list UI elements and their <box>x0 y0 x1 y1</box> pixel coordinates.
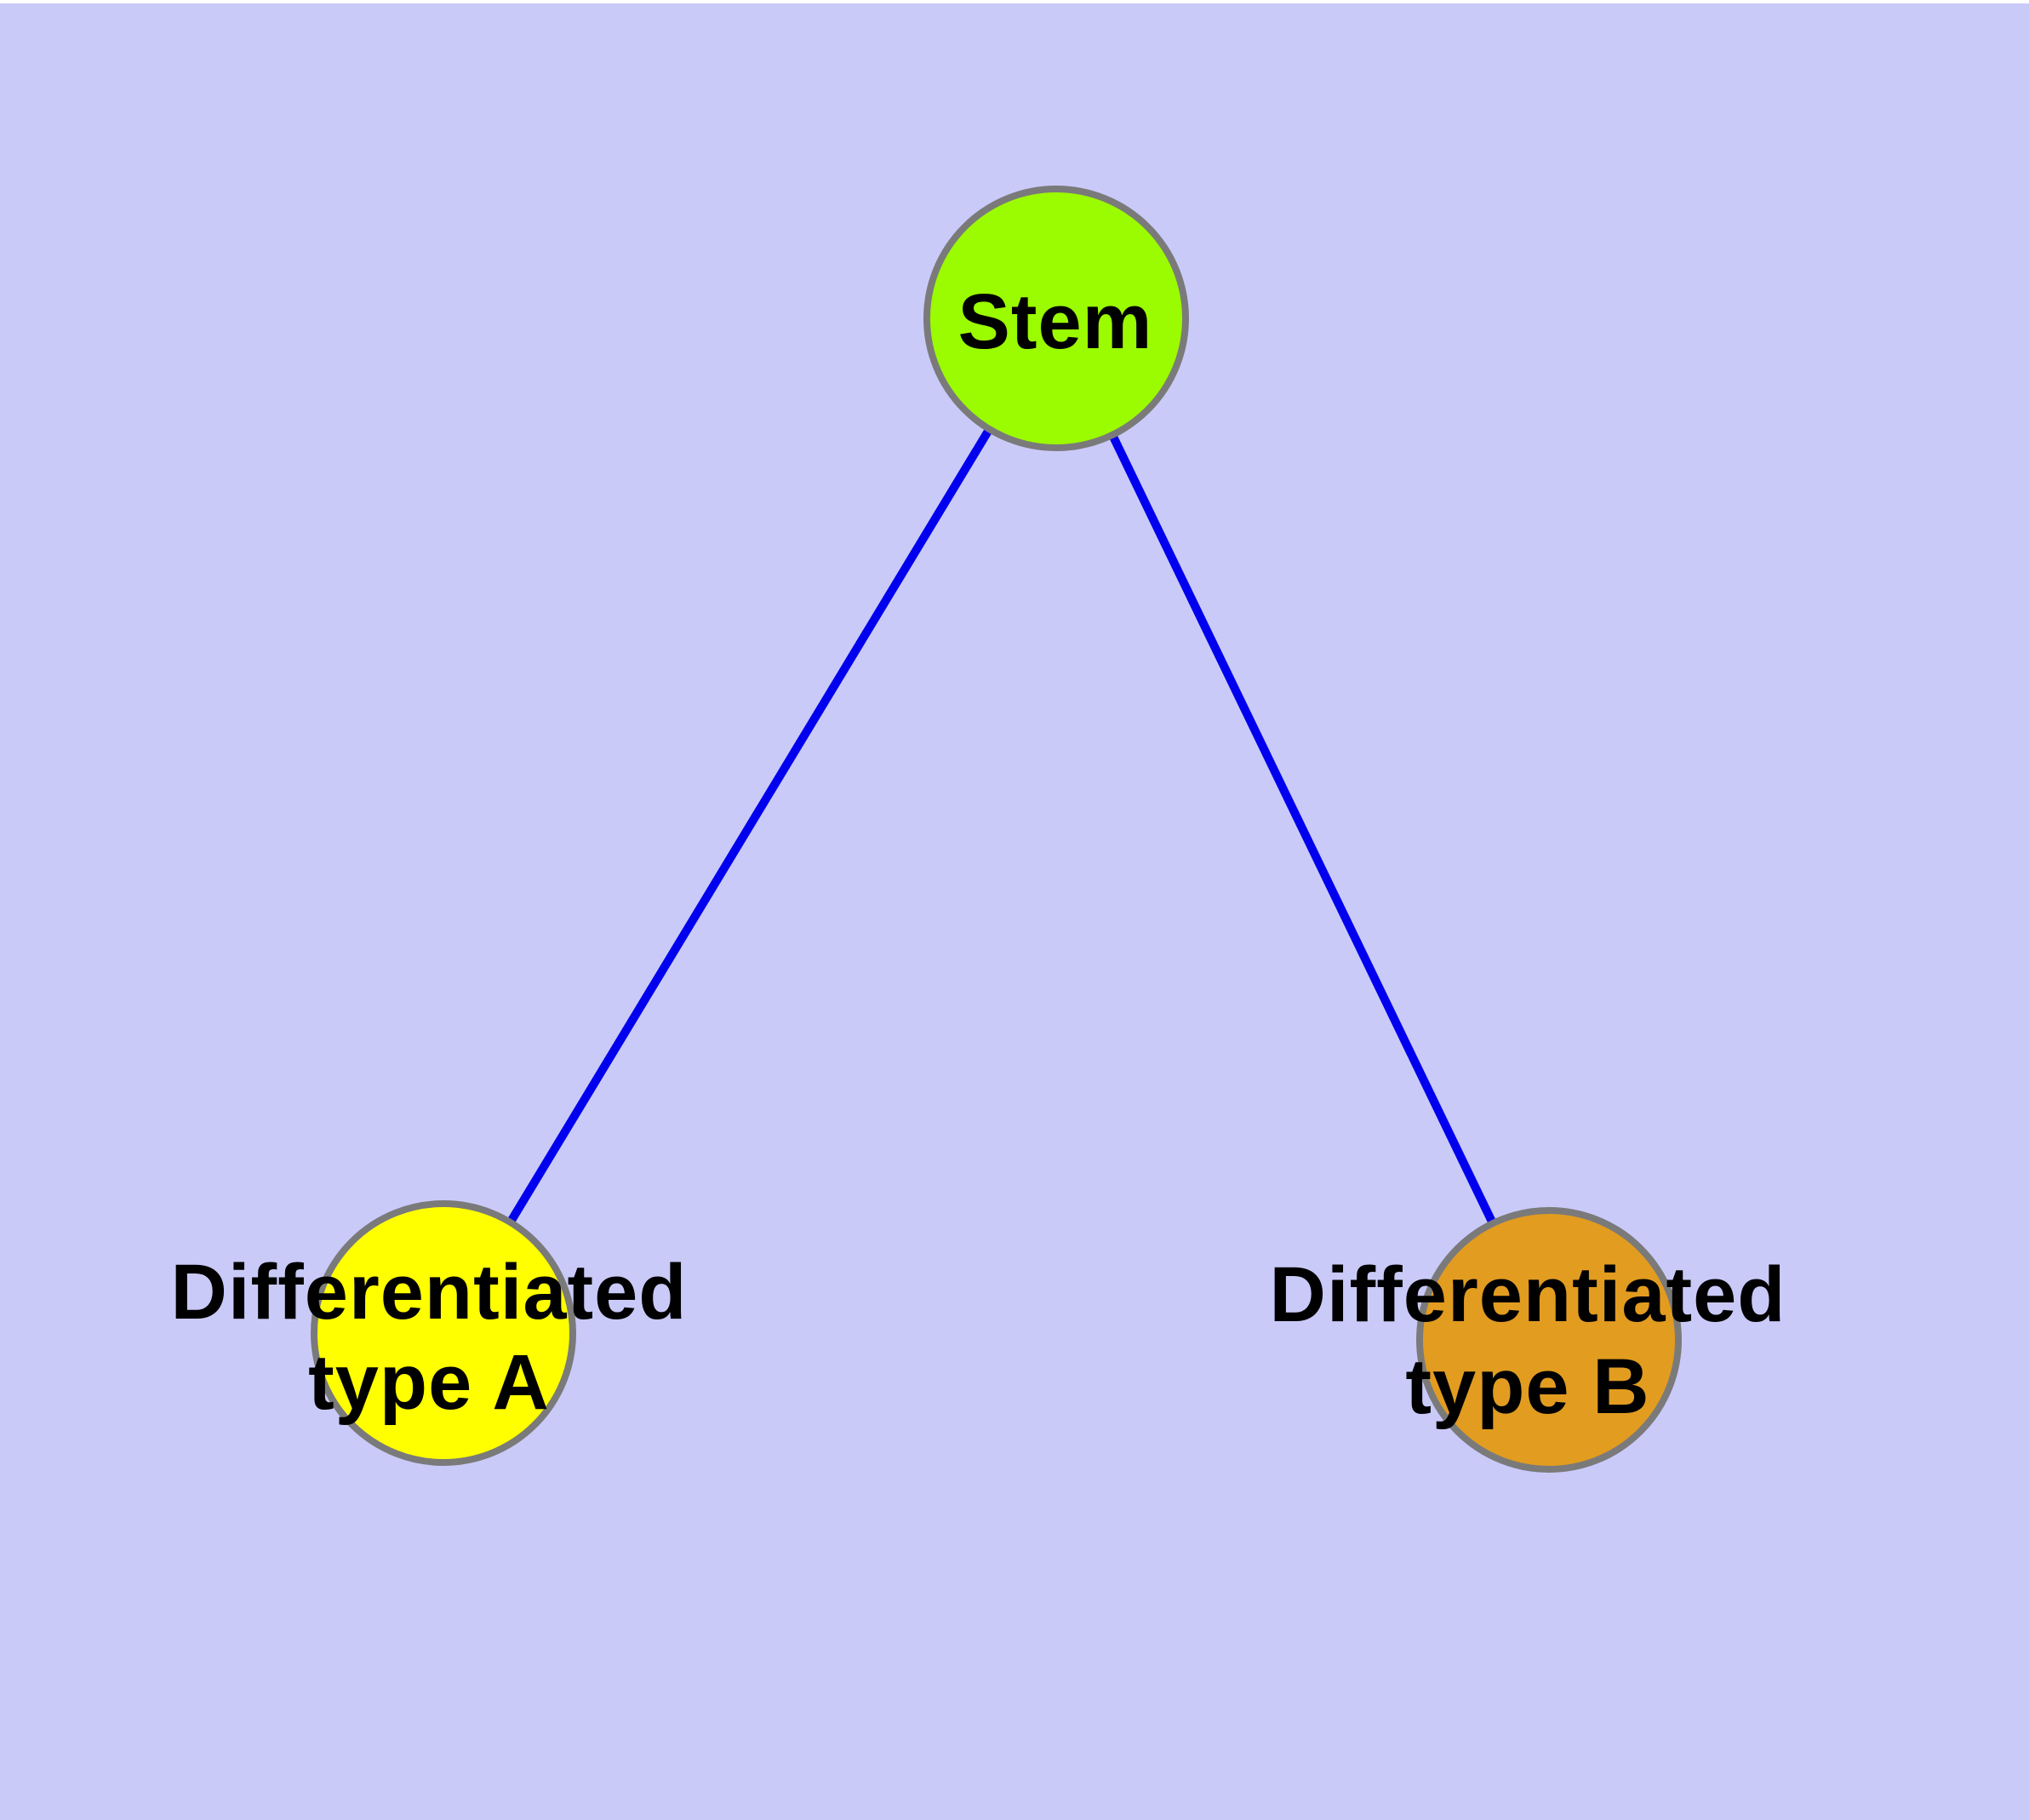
node-stem <box>923 186 1189 451</box>
node-type-b-label-line1: Differentiated <box>1270 1251 1786 1338</box>
node-type-b-label-line2: type B <box>1405 1343 1649 1430</box>
edge-stem-to-type-b <box>1052 316 1553 1342</box>
node-type-a-label-line2: type A <box>308 1339 550 1426</box>
node-type-a-label-line1: Differentiated <box>171 1249 688 1336</box>
edge-stem-to-type-a <box>439 316 1060 1336</box>
node-differentiated-type-a <box>311 1200 576 1466</box>
node-stem-label: Stem <box>958 278 1153 365</box>
node-differentiated-type-b <box>1416 1207 1682 1473</box>
